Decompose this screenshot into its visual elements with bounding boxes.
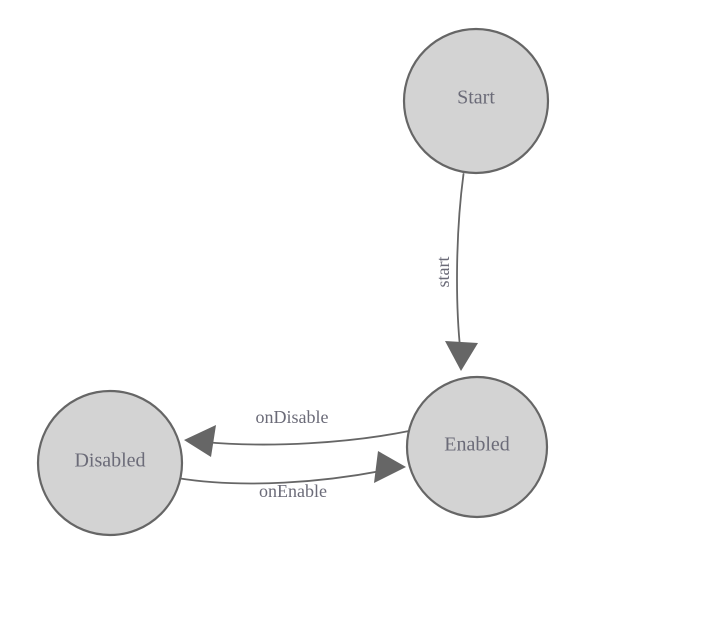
node-start[interactable]: Start — [402, 27, 550, 175]
edge-start-to-enabled-arrowhead — [445, 341, 478, 371]
node-enabled[interactable]: Enabled — [405, 375, 549, 519]
edge-label-onenable: onEnable — [259, 481, 327, 501]
edge-disabled-to-enabled[interactable]: onEnable — [176, 451, 406, 501]
node-enabled-circle — [405, 375, 549, 519]
edge-enabled-to-disabled-arrowhead — [184, 425, 216, 457]
edge-enabled-to-disabled[interactable]: onDisable — [184, 407, 410, 457]
node-disabled[interactable]: Disabled — [36, 389, 184, 537]
edge-label-ondisable: onDisable — [256, 407, 329, 427]
node-disabled-label: Disabled — [74, 450, 145, 472]
node-start-circle — [402, 27, 550, 175]
node-enabled-label: Enabled — [444, 434, 510, 456]
edge-start-to-enabled-line — [456, 173, 465, 353]
node-disabled-circle — [36, 389, 184, 537]
edge-start-to-enabled[interactable]: start — [433, 173, 478, 371]
edge-label-start: start — [433, 257, 453, 288]
edge-enabled-to-disabled-line — [203, 430, 410, 446]
node-start-label: Start — [457, 87, 495, 109]
edge-disabled-to-enabled-line — [176, 469, 387, 485]
edge-disabled-to-enabled-arrowhead — [374, 451, 406, 483]
